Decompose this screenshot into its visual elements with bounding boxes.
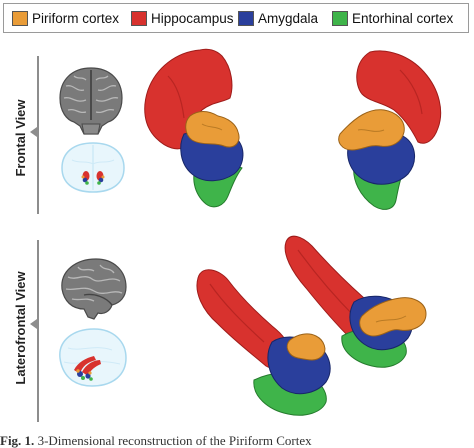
legend-swatch-hippocampus — [131, 11, 147, 26]
brain-frontal-icon — [59, 67, 123, 135]
legend-label: Piriform cortex — [32, 11, 120, 26]
laterofrontal-divider-arrow-icon — [30, 319, 37, 329]
legend-swatch-piriform-cortex — [12, 11, 28, 26]
brain-lateral-icon — [61, 258, 127, 320]
laterofrontal-left-structure — [196, 269, 331, 416]
frontal-view-label: Frontal View — [13, 99, 28, 177]
laterofrontal-view-label: Laterofrontal View — [13, 271, 28, 385]
legend-label: Entorhinal cortex — [352, 11, 454, 26]
glass-brain-lateral-icon — [59, 328, 127, 387]
caption-prefix: Fig. 1. — [0, 433, 35, 448]
legend: Piriform cortex Hippocampus Amygdala Ent… — [3, 3, 469, 33]
piriform-laterofrontal-right — [359, 297, 427, 337]
piriform-frontal-left — [185, 111, 240, 148]
figure-caption: Fig. 1. 3-Dimensional reconstruction of … — [0, 433, 312, 448]
laterofrontal-right-structure — [284, 235, 427, 368]
caption-text: 3-Dimensional reconstruction of the Piri… — [37, 433, 312, 448]
legend-label: Amygdala — [258, 11, 319, 26]
laterofrontal-divider-line — [37, 240, 39, 422]
piriform-frontal-right — [338, 109, 405, 151]
legend-swatch-entorhinal-cortex — [332, 11, 348, 26]
frontal-divider-line — [37, 56, 39, 214]
legend-label: Hippocampus — [151, 11, 234, 26]
glass-brain-frontal-icon — [61, 142, 125, 193]
legend-swatch-amygdala — [238, 11, 254, 26]
piriform-laterofrontal-left — [286, 333, 326, 361]
frontal-left-structure — [144, 48, 244, 208]
hippocampus-frontal-right — [356, 50, 442, 144]
frontal-divider-arrow-icon — [30, 127, 37, 137]
frontal-right-structure — [338, 50, 442, 210]
